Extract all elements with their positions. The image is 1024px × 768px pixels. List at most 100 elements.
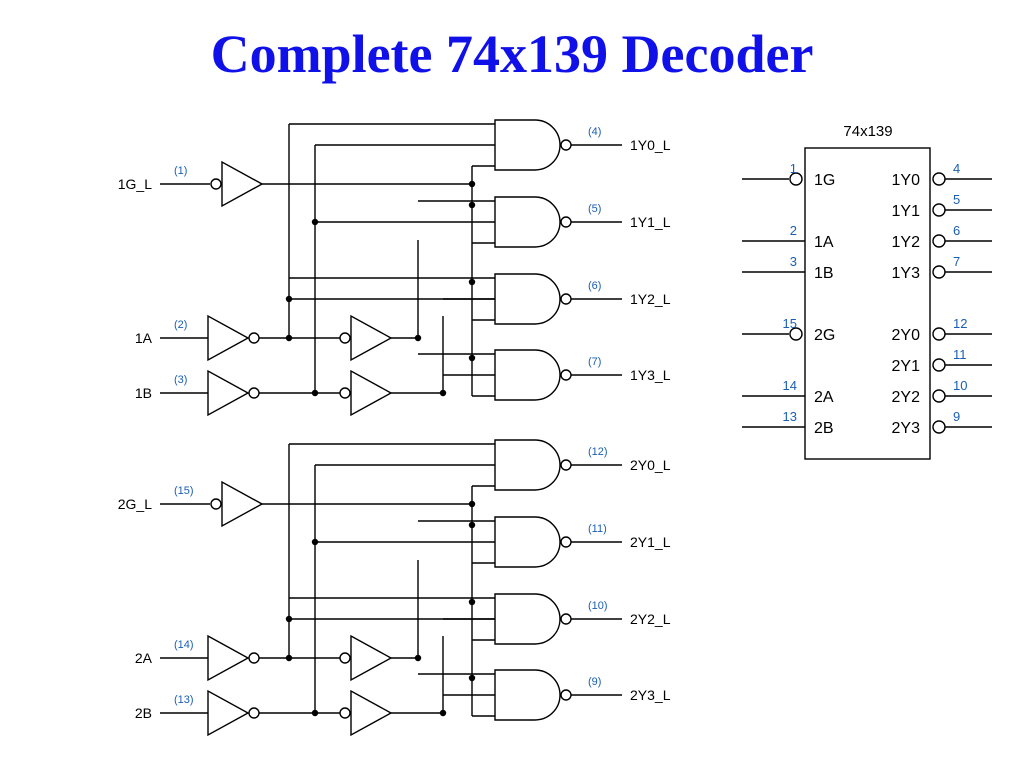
junction-dot: [414, 334, 422, 342]
chip-pin-number: 10: [953, 378, 967, 393]
output-bubble: [560, 139, 572, 151]
decoder-half1: 1G_L1A1B(1)(2)(3)1Y0_L(4)1Y1_L(5)1Y2_L(6…: [118, 119, 671, 417]
chip-pin-label: 1Y0: [892, 172, 921, 189]
output-bubble: [560, 369, 572, 381]
chip-pin-number: 1: [790, 161, 797, 176]
enable-label: 1G_L: [118, 176, 152, 192]
output-bubble: [560, 536, 572, 548]
nand-gate: [494, 669, 561, 721]
chip-pin-number: 13: [783, 409, 797, 424]
output-label: 2Y1_L: [630, 534, 671, 550]
chip-pin-number: 14: [783, 378, 797, 393]
page-title: Complete 74x139 Decoder: [210, 24, 814, 84]
a-second-buffer: [350, 634, 393, 682]
junction-dot: [468, 180, 476, 188]
output-label: 1Y1_L: [630, 214, 671, 230]
output-bubble: [560, 293, 572, 305]
a-input-inverter: [207, 634, 250, 682]
junction-dot: [311, 389, 319, 397]
chip-output-bubble: [932, 265, 946, 279]
enable-label: 2G_L: [118, 496, 152, 512]
b-second-buffer: [350, 369, 393, 417]
junction-dot: [439, 709, 447, 717]
output-label: 1Y3_L: [630, 367, 671, 383]
enable-bubble: [210, 498, 222, 510]
b-label: 2B: [135, 705, 152, 721]
chip-pin-number: 6: [953, 223, 960, 238]
chip-pin-number: 5: [953, 192, 960, 207]
junction-dot: [468, 674, 476, 682]
nand-gate: [494, 196, 561, 248]
chip-pin-number: 15: [783, 316, 797, 331]
chip-pin-number: 11: [953, 347, 967, 362]
chip-pin-label: 1B: [814, 265, 834, 282]
logic-schematic: 1G_L1A1B(1)(2)(3)1Y0_L(4)1Y1_L(5)1Y2_L(6…: [118, 119, 671, 737]
chip-pin-label: 2A: [814, 389, 834, 406]
chip-output-bubble: [932, 172, 946, 186]
b-label: 1B: [135, 385, 152, 401]
junction-dot: [468, 598, 476, 606]
chip-pin-number: 7: [953, 254, 960, 269]
b-input-inverter: [207, 369, 250, 417]
a-label: 1A: [135, 330, 153, 346]
b-second-bubble: [339, 387, 351, 399]
nand-gate: [494, 119, 561, 171]
junction-dot: [285, 334, 293, 342]
chip-name: 74x139: [843, 123, 892, 140]
output-label: 2Y3_L: [630, 687, 671, 703]
junction-dot: [311, 709, 319, 717]
chip-output-bubble: [932, 234, 946, 248]
chip-pin-label: 2Y2: [892, 389, 921, 406]
a-pin-number: (14): [174, 639, 194, 651]
chip-pin-label: 1Y2: [892, 234, 921, 251]
junction-dot: [311, 218, 319, 226]
chip-pin-number: 2: [790, 223, 797, 238]
output-label: 2Y0_L: [630, 457, 671, 473]
nand-gate: [494, 273, 561, 325]
enable-pin-number: (1): [174, 165, 187, 177]
output-bubble: [560, 613, 572, 625]
junction-dot: [311, 538, 319, 546]
chip-symbol: 74x13911G21A31B152G142A132B41Y051Y161Y27…: [742, 123, 992, 460]
junction-dot: [439, 389, 447, 397]
chip-pin-number: 9: [953, 409, 960, 424]
junction-dot: [414, 654, 422, 662]
chip-pin-label: 1G: [814, 172, 835, 189]
enable-pin-number: (15): [174, 485, 194, 497]
output-pin-number: (7): [588, 356, 601, 368]
chip-output-bubble: [932, 327, 946, 341]
b-input-inverter: [207, 689, 250, 737]
b-second-buffer: [350, 689, 393, 737]
chip-output-bubble: [932, 389, 946, 403]
chip-pin-label: 2Y1: [892, 358, 921, 375]
chip-pin-number: 12: [953, 316, 967, 331]
chip-pin-bubble: [789, 327, 803, 341]
output-label: 1Y2_L: [630, 291, 671, 307]
junction-dot: [468, 354, 476, 362]
chip-output-bubble: [932, 358, 946, 372]
chip-output-bubble: [932, 420, 946, 434]
chip-pin-number: 3: [790, 254, 797, 269]
nand-gate: [494, 593, 561, 645]
chip-pin-label: 2G: [814, 327, 835, 344]
output-pin-number: (11): [588, 523, 607, 535]
chip-pin-bubble: [789, 172, 803, 186]
output-bubble: [560, 216, 572, 228]
output-pin-number: (10): [588, 600, 608, 612]
output-pin-number: (9): [588, 676, 601, 688]
a-label: 2A: [135, 650, 153, 666]
junction-dot: [285, 654, 293, 662]
output-pin-number: (5): [588, 203, 601, 215]
enable-bubble: [210, 178, 222, 190]
junction-dot: [468, 500, 476, 508]
chip-pin-label: 1Y1: [892, 203, 921, 220]
output-pin-number: (4): [588, 126, 601, 138]
output-pin-number: (6): [588, 280, 601, 292]
b-inverter-bubble: [248, 387, 260, 399]
b-inverter-bubble: [248, 707, 260, 719]
chip-body: [804, 147, 931, 460]
output-bubble: [560, 459, 572, 471]
b-pin-number: (3): [174, 374, 187, 386]
b-pin-number: (13): [174, 694, 194, 706]
